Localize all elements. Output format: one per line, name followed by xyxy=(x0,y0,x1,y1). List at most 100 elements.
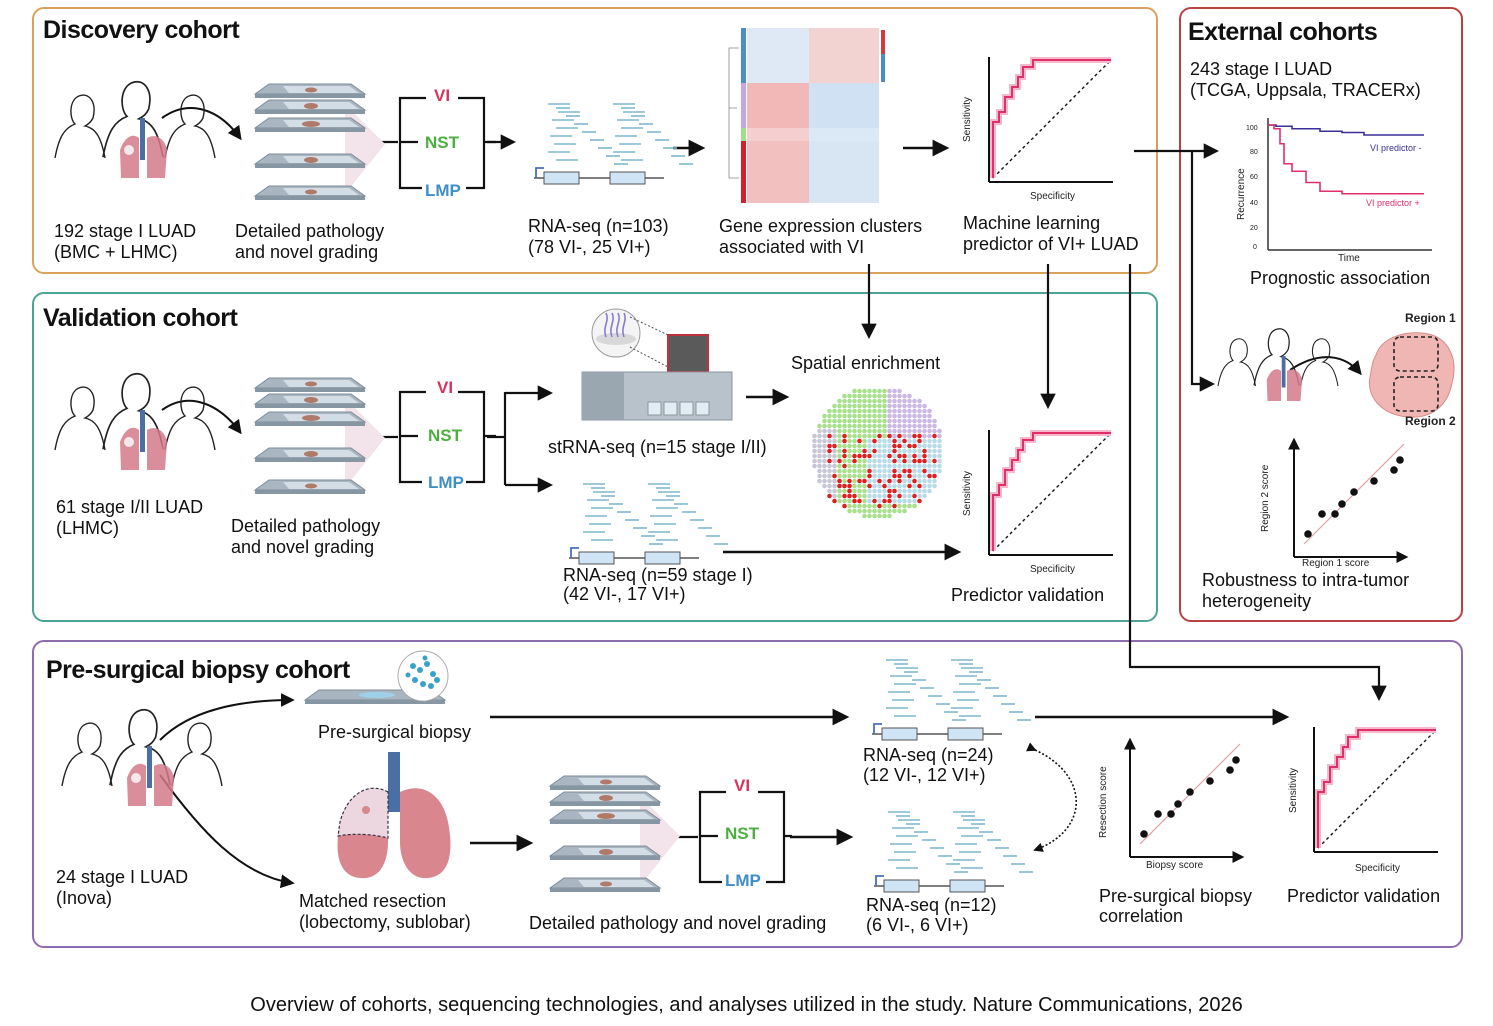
spot xyxy=(832,473,837,479)
patients-icon xyxy=(54,372,216,470)
scatter-point xyxy=(1167,810,1175,818)
spot xyxy=(822,418,827,424)
spot xyxy=(832,468,837,474)
spot xyxy=(882,508,887,514)
validation-cohort-panel xyxy=(32,292,1158,622)
spot xyxy=(907,438,912,444)
spot xyxy=(892,393,897,399)
km-ytick: 40 xyxy=(1250,200,1258,207)
spot xyxy=(912,458,917,464)
scatter-point xyxy=(1396,456,1404,464)
spot xyxy=(927,418,932,424)
spot xyxy=(902,443,907,449)
spot xyxy=(932,433,937,439)
spot xyxy=(917,493,922,499)
grade-bracket xyxy=(698,790,792,884)
spot xyxy=(832,428,837,434)
diagonal-reference xyxy=(992,432,1112,552)
scatter-point xyxy=(1338,500,1346,508)
spot xyxy=(847,448,852,454)
spot xyxy=(877,403,882,409)
spot xyxy=(837,418,842,424)
spot xyxy=(897,413,902,419)
roc-ylabel: Sensitivity xyxy=(962,96,973,142)
spot xyxy=(907,478,912,484)
spot xyxy=(817,463,822,469)
spot xyxy=(832,493,837,499)
spot xyxy=(822,458,827,464)
spot xyxy=(927,488,932,494)
spot xyxy=(932,438,937,444)
spot xyxy=(912,423,917,429)
spot xyxy=(862,418,867,424)
spot xyxy=(872,403,877,409)
spot xyxy=(902,478,907,484)
scatter-point xyxy=(1370,477,1378,485)
spot xyxy=(877,493,882,499)
resection-rnaseq-counts: (6 VI-, 6 VI+) xyxy=(866,915,969,935)
spot xyxy=(902,393,907,399)
exon xyxy=(947,727,984,741)
spot xyxy=(932,458,937,464)
spot xyxy=(882,428,887,434)
spot xyxy=(887,473,892,479)
heatmap-block xyxy=(747,128,809,141)
spot xyxy=(922,453,927,459)
spot xyxy=(882,453,887,459)
spot xyxy=(862,413,867,419)
spot xyxy=(932,423,937,429)
spot xyxy=(832,413,837,419)
scatter-point xyxy=(1154,810,1162,818)
scatter-xlabel: Region 1 score xyxy=(1302,558,1370,569)
spot xyxy=(852,458,857,464)
spot xyxy=(867,388,872,394)
spot xyxy=(852,488,857,494)
spot xyxy=(852,413,857,419)
scatter-point xyxy=(1140,830,1148,838)
spot xyxy=(902,473,907,479)
scatter-point xyxy=(1186,788,1194,796)
spot xyxy=(902,403,907,409)
spot xyxy=(902,483,907,489)
spot xyxy=(882,468,887,474)
biopsy-correlation-label: Pre-surgical biopsy xyxy=(1099,886,1253,906)
spot xyxy=(862,473,867,479)
spot xyxy=(872,503,877,509)
spot xyxy=(872,448,877,454)
spot xyxy=(847,428,852,434)
heatmap-block xyxy=(809,28,879,83)
spot xyxy=(927,478,932,484)
spot xyxy=(857,388,862,394)
spot xyxy=(847,483,852,489)
spot xyxy=(867,438,872,444)
spot xyxy=(912,448,917,454)
spot xyxy=(857,498,862,504)
spot xyxy=(917,498,922,504)
spot xyxy=(857,438,862,444)
grade-vi: VI xyxy=(437,378,454,397)
km-legend-positive: VI predictor + xyxy=(1366,198,1420,208)
spot xyxy=(877,478,882,484)
tumor-regions-icon xyxy=(1368,332,1455,418)
biopsy-scatter-plot xyxy=(1124,737,1245,863)
spot xyxy=(882,388,887,394)
spot xyxy=(902,493,907,499)
spot xyxy=(917,413,922,419)
spot xyxy=(827,448,832,454)
km-ytick: 80 xyxy=(1250,149,1258,156)
discovery-patients-label: 192 stage I LUAD xyxy=(54,221,197,241)
spot xyxy=(882,493,887,499)
spot xyxy=(897,478,902,484)
validation-rnaseq-label: RNA-seq (n=59 stage I) xyxy=(563,565,753,585)
spot xyxy=(887,443,892,449)
spot xyxy=(832,478,837,484)
spot xyxy=(882,513,887,519)
spot xyxy=(847,458,852,464)
spot xyxy=(877,483,882,489)
spot xyxy=(892,473,897,479)
spot xyxy=(832,463,837,469)
promoter-arrow-icon xyxy=(570,547,579,558)
spot xyxy=(822,443,827,449)
spot xyxy=(852,423,857,429)
